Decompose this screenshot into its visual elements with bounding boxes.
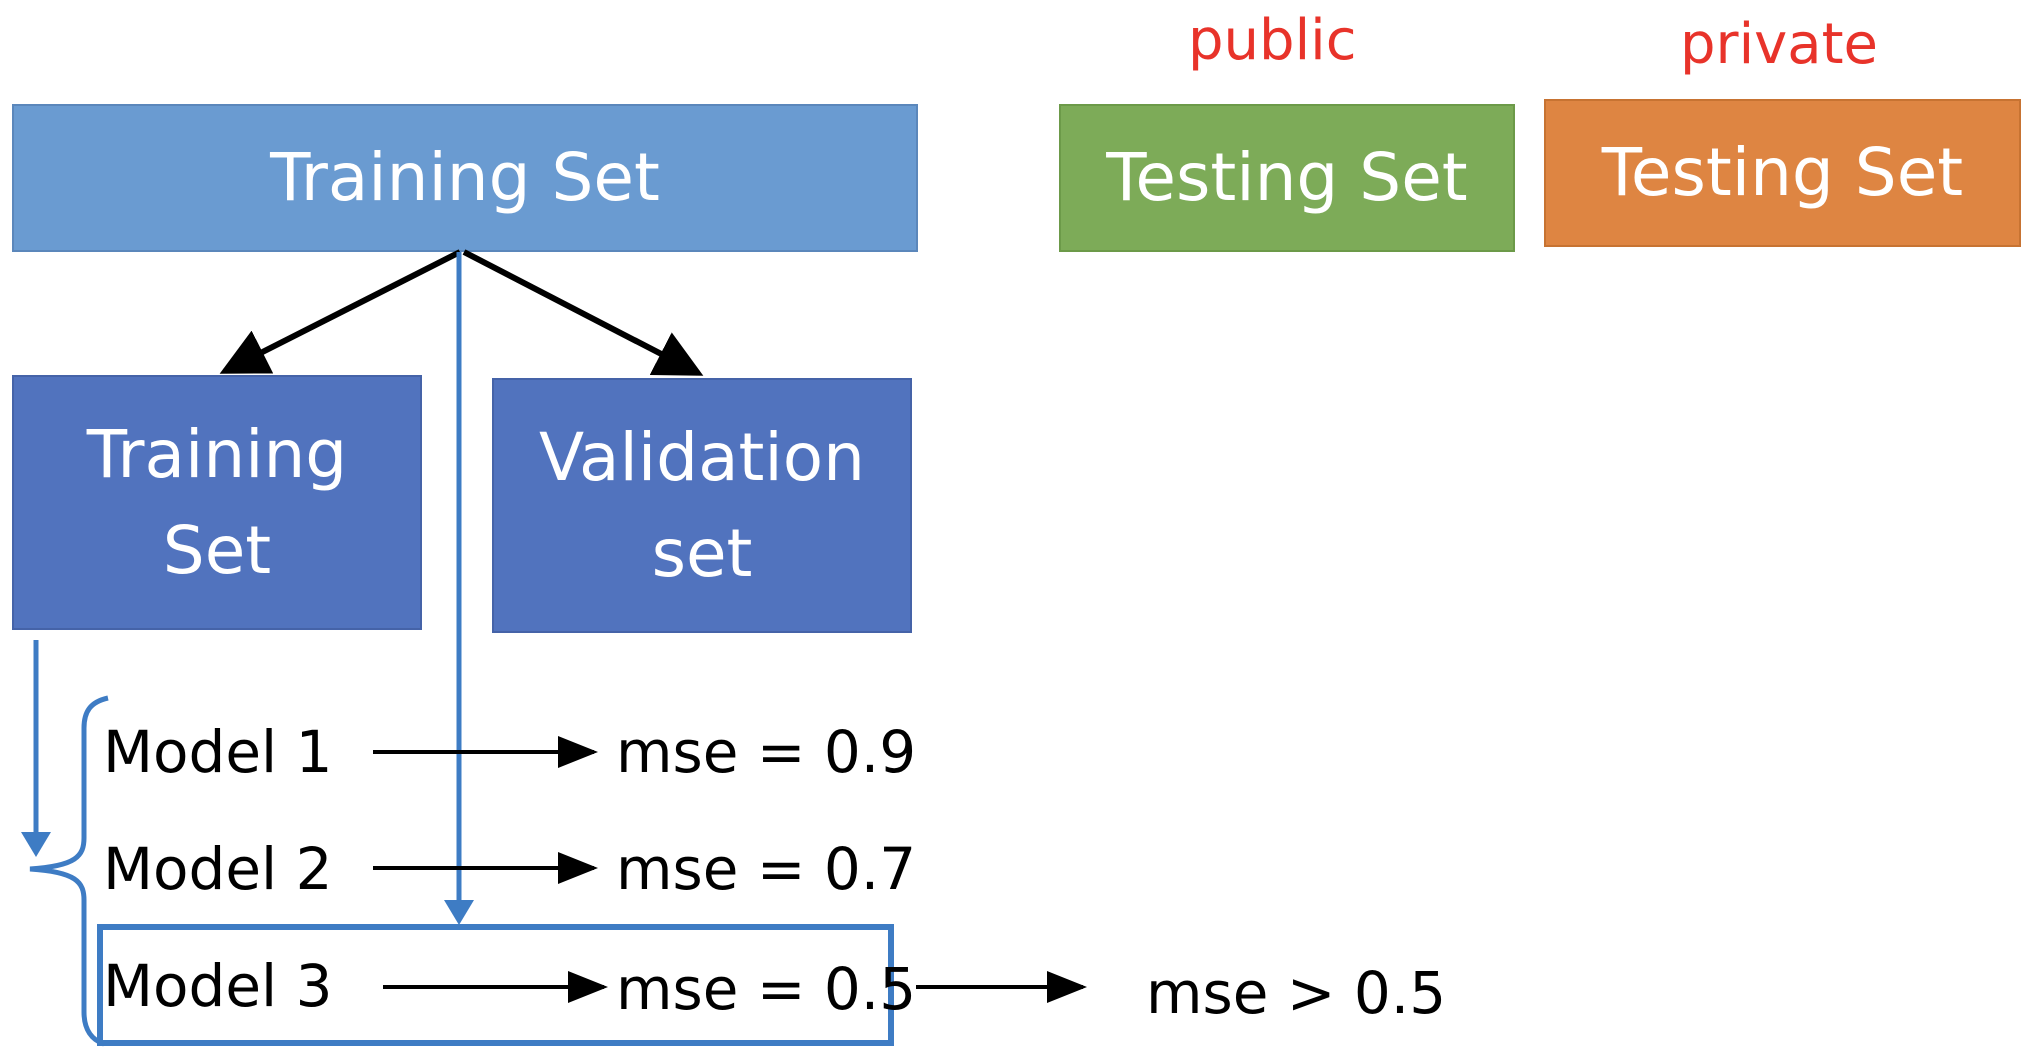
public-testing-set-label: Testing Set xyxy=(1106,139,1468,217)
private-label: private xyxy=(1680,12,1878,77)
model1-mse: mse = 0.9 xyxy=(616,718,917,786)
training-set-box-label: Training Set xyxy=(270,139,660,217)
model2-label: Model 2 xyxy=(103,835,333,903)
training-subset-label-line2: Set xyxy=(162,511,272,589)
training-set-box: Training Set xyxy=(12,104,918,252)
selected-model-highlight xyxy=(97,924,894,1046)
final-mse: mse > 0.5 xyxy=(1146,959,1447,1027)
model1-label: Model 1 xyxy=(103,718,333,786)
split-arrow-to-training xyxy=(219,249,462,374)
training-subset-box: Training Set xyxy=(12,375,422,630)
validation-set-label-line2: set xyxy=(651,514,753,592)
public-label: public xyxy=(1188,8,1357,73)
model2-mse: mse = 0.7 xyxy=(616,835,917,903)
models-brace xyxy=(29,695,109,1047)
training-subset-label-line1: Training xyxy=(86,415,348,493)
model3-label: Model 3 xyxy=(103,952,333,1020)
private-testing-set-label: Testing Set xyxy=(1601,134,1964,212)
model3-mse: mse = 0.5 xyxy=(616,955,917,1023)
validation-set-label-line1: Validation xyxy=(539,418,865,496)
validation-set-box: Validation set xyxy=(492,378,912,633)
split-arrow-to-validation xyxy=(462,249,704,376)
private-testing-set-box: Testing Set xyxy=(1544,99,2021,247)
public-testing-set-box: Testing Set xyxy=(1059,104,1515,252)
